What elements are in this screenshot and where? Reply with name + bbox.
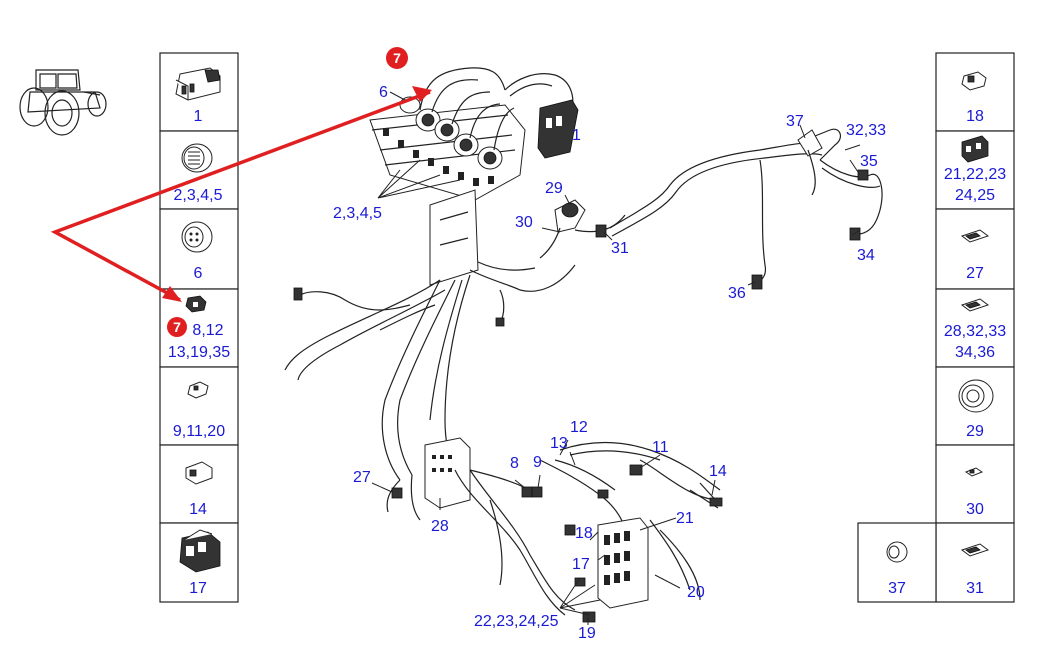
leader-lines	[371, 91, 861, 625]
label-18: 18	[575, 525, 593, 542]
extra-cell-label: 37	[888, 580, 906, 597]
callout-badge-top-text: 7	[393, 50, 401, 66]
label-34: 34	[857, 247, 875, 264]
mount-plate	[429, 189, 479, 286]
small-clip-connector-icon	[185, 295, 207, 313]
label-9: 9	[533, 454, 542, 471]
tiny-connector-icon	[964, 467, 984, 477]
right-label-5: 29	[966, 423, 984, 440]
label-6: 6	[379, 84, 388, 101]
left-parts-column: 1 2,3,4,5 6 8,12 13,19,35 9,11,20 14 17 …	[159, 52, 239, 603]
connector-block-icon	[961, 135, 989, 163]
grommet-icon	[886, 541, 908, 563]
right-label-4b: 34,36	[955, 344, 995, 361]
label-29: 29	[545, 180, 563, 197]
label-31: 31	[611, 240, 629, 257]
flat-connector-icon	[960, 229, 990, 243]
wiring-harness	[284, 67, 883, 623]
label-19: 19	[578, 625, 596, 642]
connector-29-30-31	[469, 199, 626, 327]
right-label-2b: 24,25	[955, 187, 995, 204]
large-housing-icon	[179, 529, 221, 573]
connector-housing-icon	[175, 67, 221, 101]
tractor-icon	[19, 69, 107, 136]
label-35: 35	[860, 153, 878, 170]
label-8: 8	[510, 455, 519, 472]
connector-bracket	[369, 67, 579, 201]
right-label-6: 30	[966, 501, 984, 518]
lower-module-left	[386, 437, 531, 521]
left-label-5: 9,11,20	[173, 423, 225, 440]
right-label-1: 18	[966, 108, 984, 125]
label-17: 17	[572, 556, 590, 573]
flat-connector-icon	[960, 298, 990, 312]
right-cell-3	[935, 208, 1015, 290]
left-label-1: 1	[194, 108, 203, 125]
left-label-6: 14	[189, 501, 207, 518]
label-30: 30	[515, 214, 533, 231]
small-connector-icon	[961, 71, 987, 91]
label-36: 36	[728, 285, 746, 302]
diagram-labels: 6 1 2,3,4,5 29 30 31 37 32,33 35 34 36 2…	[333, 84, 886, 642]
flat-connector-icon	[960, 543, 990, 557]
left-label-2: 2,3,4,5	[174, 187, 223, 204]
label-21: 21	[676, 510, 694, 527]
callout-badge-left-text: 7	[173, 319, 181, 335]
fuse-module	[597, 517, 649, 609]
callout-badge-top: 7	[386, 47, 408, 69]
label-3233: 32,33	[846, 122, 886, 139]
left-label-3: 6	[194, 265, 203, 282]
label-14: 14	[709, 463, 727, 480]
label-11: 11	[652, 439, 669, 456]
callout-arrows	[50, 86, 432, 302]
label-12: 12	[570, 419, 588, 436]
label-2345: 2,3,4,5	[333, 205, 382, 222]
left-label-4: 8,12	[192, 322, 223, 339]
label-37: 37	[786, 113, 804, 130]
left-label-4b: 13,19,35	[168, 344, 230, 361]
round-plug-icon	[181, 221, 213, 253]
right-label-3: 27	[966, 265, 984, 282]
left-label-7: 17	[189, 580, 207, 597]
right-label-2: 21,22,23	[944, 166, 1006, 183]
small-terminal-icon	[187, 381, 209, 399]
label-28: 28	[431, 518, 449, 535]
callout-badge-left: 7	[167, 317, 187, 337]
label-27: 27	[353, 469, 371, 486]
round-connector-icon	[181, 143, 213, 173]
label-1: 1	[572, 127, 581, 144]
label-22-25: 22,23,24,25	[474, 613, 559, 630]
right-label-4: 28,32,33	[944, 323, 1006, 340]
right-parts-column: 18 21,22,23 24,25 27 28,32,33 34,36 29 3…	[857, 52, 1015, 603]
right-cell-7	[935, 522, 1015, 603]
large-round-connector-icon	[958, 379, 994, 413]
label-20: 20	[687, 584, 705, 601]
sensor-connector-icon	[185, 461, 213, 485]
label-13: 13	[550, 435, 568, 452]
left-cell-6	[159, 444, 239, 524]
right-label-7: 31	[966, 580, 984, 597]
